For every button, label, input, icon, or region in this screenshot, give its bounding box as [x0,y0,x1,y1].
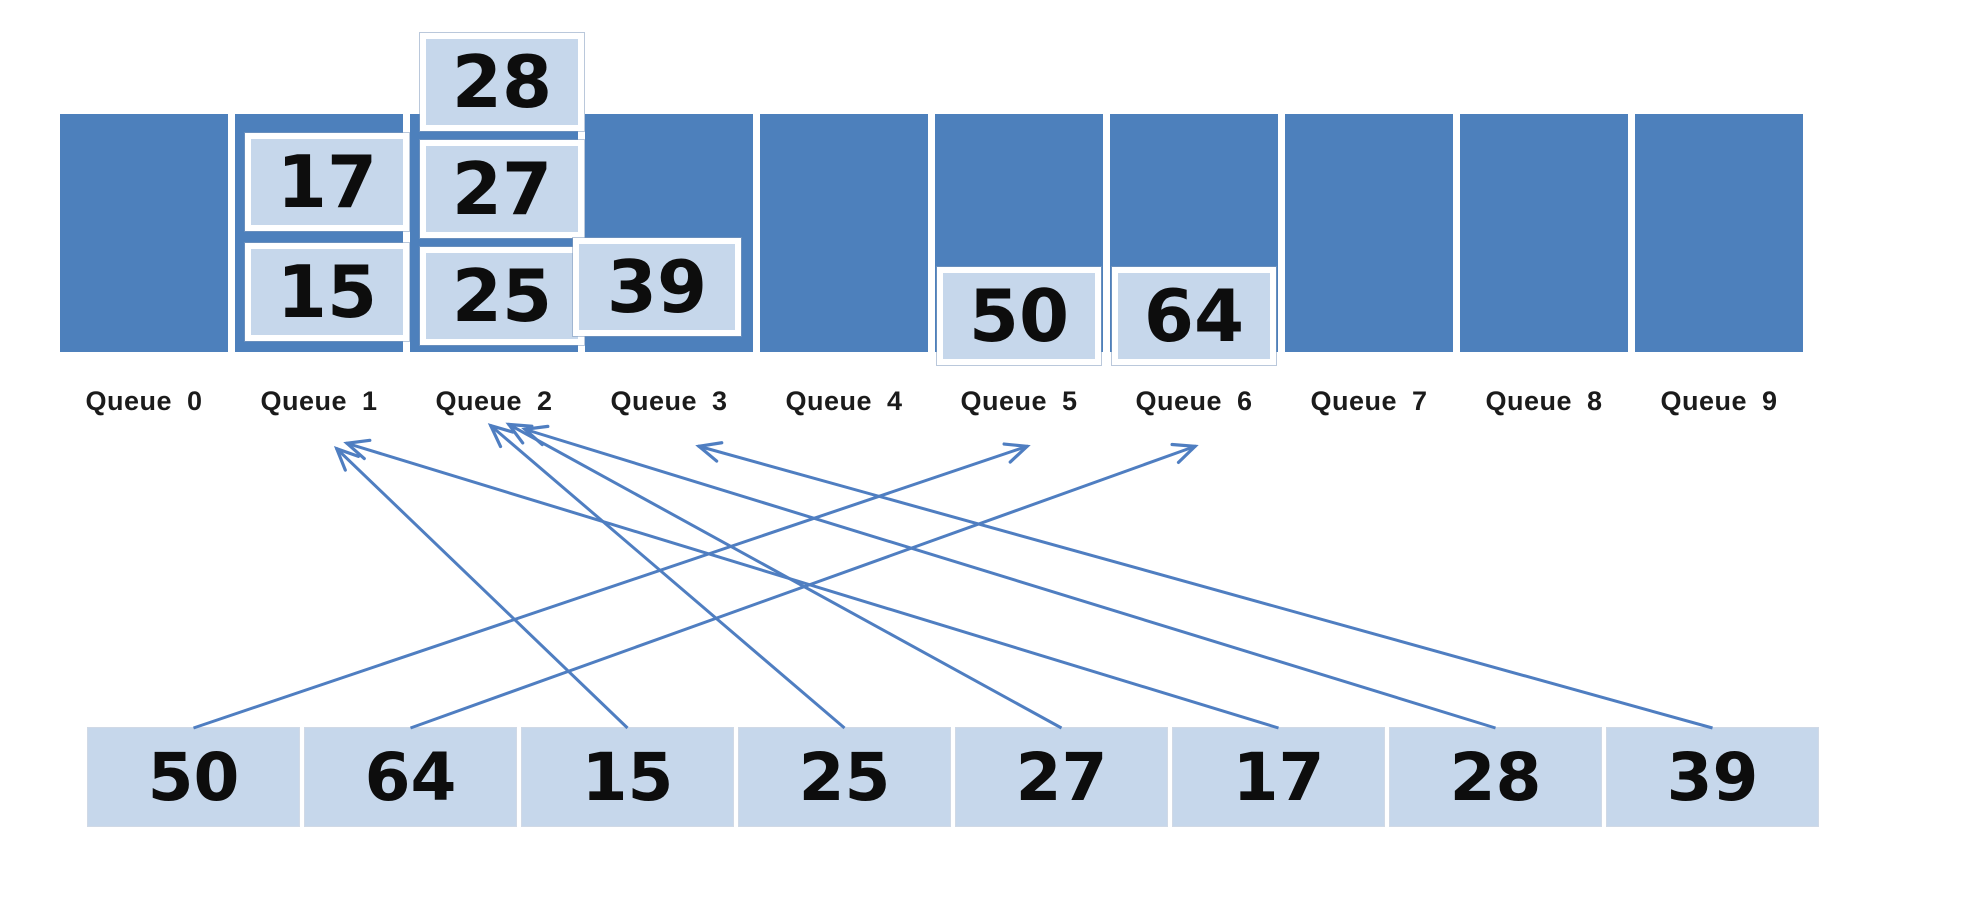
queue-cell-5-50: 50 [936,266,1102,366]
array-cell-15: 15 [521,727,734,827]
queue-label-8: Queue 8 [1485,385,1603,416]
array-cell-50: 50 [87,727,300,827]
queue-rect-7 [1285,114,1453,352]
array-cell-27: 27 [955,727,1168,827]
queue-cell-6-64: 64 [1111,266,1277,366]
queue-rect-4 [760,114,928,352]
queue-rect-9 [1635,114,1803,352]
arrow-15-to-queue-1 [333,446,629,730]
queue-label-6: Queue 6 [1135,385,1253,416]
queue-cell-3-39: 39 [572,237,742,337]
array-cell-39: 39 [1606,727,1819,827]
queue-rect-8 [1460,114,1628,352]
queue-label-9: Queue 9 [1660,385,1778,416]
queue-label-7: Queue 7 [1310,385,1428,416]
queue-cell-2-25: 25 [419,246,585,346]
queue-cell-1-17: 17 [244,132,410,232]
arrow-50-to-queue-5 [193,442,1031,730]
arrow-25-to-queue-2 [487,423,846,730]
queue-label-4: Queue 4 [785,385,903,416]
arrow-39-to-queue-3 [695,441,1713,730]
queue-label-3: Queue 3 [610,385,728,416]
queue-label-5: Queue 5 [960,385,1078,416]
queue-label-1: Queue 1 [260,385,378,416]
array-cell-64: 64 [304,727,517,827]
array-cell-17: 17 [1172,727,1385,827]
array-cell-25: 25 [738,727,951,827]
queue-label-0: Queue 0 [85,385,203,416]
queue-cell-1-15: 15 [244,242,410,342]
array-cell-28: 28 [1389,727,1602,827]
arrow-17-to-queue-1 [343,438,1279,730]
queue-cell-2-27: 27 [419,139,585,239]
arrow-28-to-queue-2 [521,424,1496,730]
queue-rect-0 [60,114,228,352]
arrow-64-to-queue-6 [409,442,1199,730]
arrow-27-to-queue-2 [505,422,1063,730]
queue-label-2: Queue 2 [435,385,553,416]
queue-cell-2-28: 28 [419,32,585,132]
